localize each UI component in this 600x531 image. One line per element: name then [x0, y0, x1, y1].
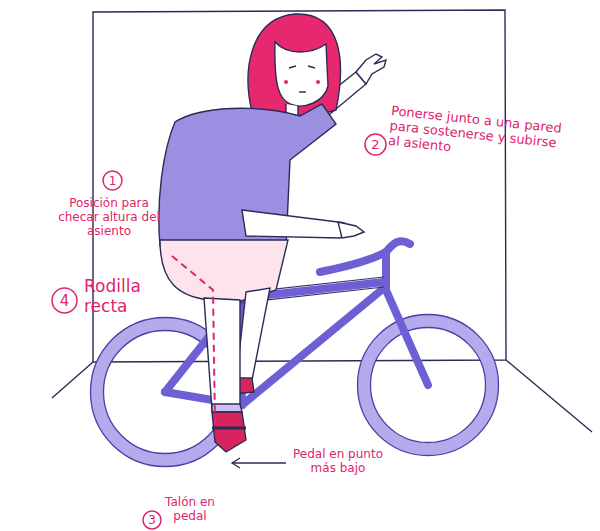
annotation-text: Pedal en punto más bajo	[286, 448, 390, 476]
circle-shape	[52, 288, 77, 313]
leg-guide	[172, 256, 215, 424]
woman	[159, 14, 386, 452]
callout-number: 3	[142, 510, 162, 530]
callout-number-text: 1	[102, 170, 123, 191]
circle-shape	[143, 511, 161, 529]
annotation-text: Ponerse junto a una pared para sosteners…	[387, 104, 563, 167]
wall	[52, 10, 592, 432]
callout-number: 1	[102, 170, 123, 191]
callout-number-text: 2	[364, 133, 387, 156]
circle-shape	[365, 134, 386, 155]
pedal-arrow	[232, 458, 286, 468]
annotation-text: Rodilla recta	[84, 277, 156, 316]
callout-number-text: 3	[142, 510, 162, 530]
bike-wheels	[91, 315, 499, 467]
annotation-text: Talón en pedal	[158, 496, 222, 524]
callout-number: 4	[51, 287, 78, 314]
circle-shape	[103, 171, 122, 190]
annotation-text: Posición para checar altura del asiento	[58, 197, 160, 238]
pedal	[212, 427, 246, 430]
callout-number: 2	[364, 133, 387, 156]
callout-number-text: 4	[51, 287, 78, 314]
